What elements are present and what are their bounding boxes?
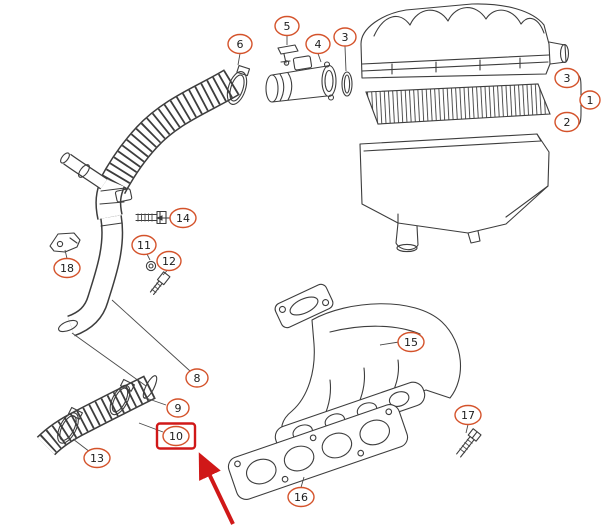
callout-bubble[interactable]	[554, 111, 580, 133]
callout-label: 5	[284, 20, 291, 33]
callout-2[interactable]: 2	[554, 111, 580, 133]
elbow-valve	[114, 188, 133, 203]
breather-hose	[60, 152, 108, 190]
callout-11[interactable]: 11	[131, 234, 157, 256]
callout-13[interactable]: 13	[83, 447, 111, 469]
callout-bubble[interactable]	[162, 425, 190, 447]
corrugated-intake-hose	[98, 69, 240, 195]
bolt-17	[456, 428, 482, 458]
hose-opening	[142, 375, 158, 399]
hose-elbow	[95, 177, 133, 220]
callout-bubble[interactable]	[397, 331, 425, 353]
callout-label: 12	[162, 255, 176, 268]
callout-label: 6	[237, 38, 244, 51]
callout-12[interactable]: 12	[156, 250, 182, 272]
clamp-screw-housing	[236, 64, 251, 77]
callout-label: 13	[90, 452, 104, 465]
callout-bubble[interactable]	[131, 234, 157, 256]
callout-bubble[interactable]	[454, 404, 482, 426]
air-filter-element	[365, 83, 551, 125]
callout-label: 1	[587, 94, 594, 107]
callout-bubble[interactable]	[579, 90, 601, 110]
callout-14[interactable]: 14	[169, 207, 197, 229]
air-cleaner-cover	[360, 3, 570, 79]
retaining-clip	[277, 44, 299, 66]
callout-9[interactable]: 9	[166, 398, 190, 418]
highlight-arrow	[198, 452, 235, 525]
callout-label: 14	[176, 212, 190, 225]
maf-sensor-tube	[265, 55, 337, 103]
callout-label: 9	[175, 402, 182, 415]
callout-label: 3	[342, 31, 349, 44]
lower-intake-hose	[36, 375, 158, 456]
callout-6[interactable]: 6	[227, 33, 253, 55]
callout-bubble[interactable]	[169, 207, 197, 229]
callout-label: 16	[294, 491, 308, 504]
callout-label: 17	[461, 409, 475, 422]
callout-label: 2	[564, 116, 571, 129]
sensor-body	[292, 55, 313, 71]
callout-label: 8	[194, 372, 201, 385]
callout-label: 4	[315, 38, 322, 51]
callout-bubble[interactable]	[227, 33, 253, 55]
callout-bubble[interactable]	[305, 33, 331, 55]
callout-5[interactable]: 5	[274, 15, 300, 37]
callout-3-oring[interactable]: 3	[333, 27, 357, 47]
air-cleaner-housing	[359, 133, 550, 253]
callout-bubble[interactable]	[185, 368, 209, 388]
callout-bubble[interactable]	[287, 486, 315, 508]
callout-label: 3	[564, 72, 571, 85]
washer-11	[145, 260, 157, 272]
callout-bubble[interactable]	[53, 257, 81, 279]
callout-8[interactable]: 8	[185, 368, 209, 388]
hose-clamp-13	[57, 406, 83, 444]
callout-15[interactable]: 15	[397, 331, 425, 353]
callout-label: 11	[137, 239, 151, 252]
o-ring	[341, 71, 353, 97]
callout-10[interactable]: 10	[162, 425, 190, 447]
callout-bubble[interactable]	[333, 27, 357, 47]
bolt-12	[149, 271, 171, 296]
callout-18[interactable]: 18	[53, 257, 81, 279]
callout-bubble[interactable]	[156, 250, 182, 272]
callout-16[interactable]: 16	[287, 486, 315, 508]
callout-label: 15	[404, 336, 418, 349]
manifold-inlet-flange	[274, 283, 334, 329]
manifold-gasket	[227, 404, 409, 500]
highlight-box	[155, 422, 197, 450]
hose-clamp-9	[109, 378, 135, 416]
callout-bubble[interactable]	[166, 398, 190, 418]
intake-snout-opening	[559, 43, 570, 64]
callout-label: 10	[169, 430, 183, 443]
callout-4[interactable]: 4	[305, 33, 331, 55]
callout-17[interactable]: 17	[454, 404, 482, 426]
mounting-bracket	[49, 232, 81, 253]
intake-pipe	[58, 215, 124, 337]
callout-bubble[interactable]	[554, 67, 580, 89]
callout-1[interactable]: 1	[579, 90, 601, 110]
callout-bubble[interactable]	[83, 447, 111, 469]
callout-3-assembly[interactable]: 3	[554, 67, 580, 89]
pipe-opening	[58, 319, 78, 333]
callout-bubble[interactable]	[274, 15, 300, 37]
housing-outlet	[396, 243, 418, 253]
callout-label: 18	[60, 262, 74, 275]
hose-clamp-6	[226, 64, 251, 105]
